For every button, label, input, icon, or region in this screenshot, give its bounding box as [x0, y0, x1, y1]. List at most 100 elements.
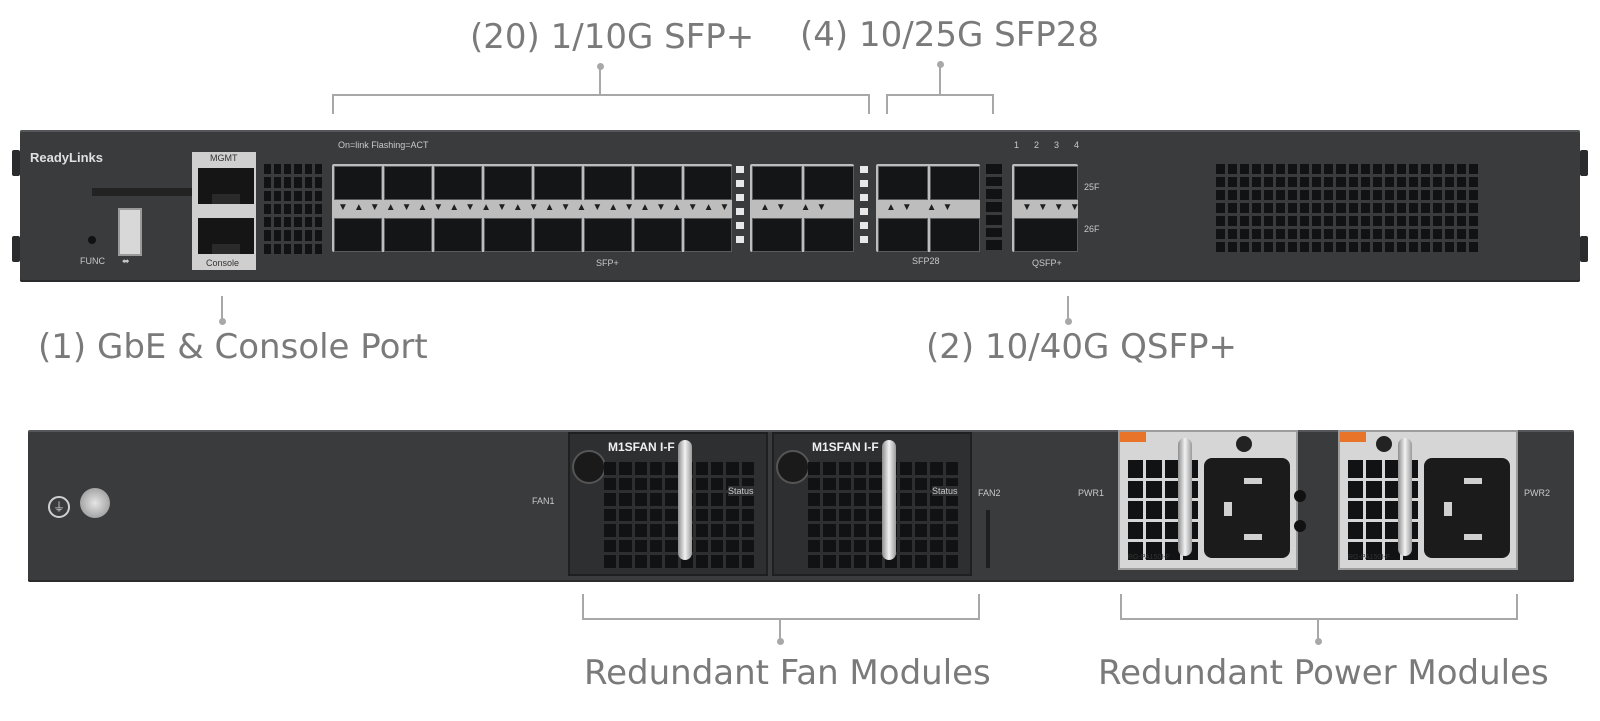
power-module-1[interactable]: RG-PA150I-F	[1118, 430, 1298, 570]
psu-release-tab[interactable]	[1340, 432, 1366, 442]
fan-thumbscrew[interactable]	[572, 450, 606, 484]
func-label: FUNC	[80, 256, 105, 266]
sfp-plus-port[interactable]	[434, 166, 482, 200]
callout-line	[599, 68, 601, 94]
ground-icon: ⏚	[48, 496, 70, 518]
sfp-plus-port[interactable]	[804, 218, 854, 252]
pwr1-port-label: PWR1	[1078, 488, 1105, 498]
sfp-plus-port[interactable]	[334, 166, 382, 200]
sfp-plus-port[interactable]	[534, 218, 582, 252]
psu-screw[interactable]	[1376, 436, 1392, 452]
sfp-plus-port[interactable]	[484, 218, 532, 252]
sfp-plus-port[interactable]	[752, 166, 802, 200]
sfp-plus-port[interactable]	[684, 218, 732, 252]
sfp-plus-port[interactable]	[584, 166, 632, 200]
console-port[interactable]	[196, 216, 256, 256]
front-panel: ReadyLinks ⬌ FUNC MGMT Console On=link F…	[12, 130, 1588, 282]
psu-screw[interactable]	[1236, 436, 1252, 452]
func-button[interactable]	[88, 236, 96, 244]
power-module-2[interactable]: RG-PA150I-F	[1338, 430, 1518, 570]
status-led-strip	[92, 188, 202, 196]
sfp28-bank-label: SFP28	[912, 256, 940, 266]
callout-line	[221, 296, 223, 320]
sfp-plus-port[interactable]	[752, 218, 802, 252]
callout-fan-modules: Redundant Fan Modules	[584, 653, 991, 693]
callout-sfp28: (4) 10/25G SFP28	[800, 15, 1100, 55]
callout-dot	[777, 638, 784, 645]
fan-grille	[808, 462, 958, 568]
callout-dot	[219, 318, 226, 325]
ac-inlet[interactable]	[1424, 458, 1510, 558]
callout-dot	[597, 63, 604, 70]
sfp28-port[interactable]	[878, 218, 928, 252]
rack-ear	[1580, 236, 1588, 262]
led-caption: On=link Flashing=ACT	[338, 140, 429, 150]
callout-dot	[937, 61, 944, 68]
console-label: Console	[206, 258, 240, 268]
sfp-plus-port[interactable]	[384, 218, 432, 252]
callout-line	[779, 618, 781, 640]
fan-handle[interactable]	[678, 440, 692, 560]
sfp-plus-port[interactable]	[684, 166, 732, 200]
sfp-plus-port[interactable]	[634, 166, 682, 200]
fan-handle[interactable]	[882, 440, 896, 560]
callout-line	[939, 66, 941, 94]
vent-grille-right	[1216, 164, 1478, 252]
fan-module-2[interactable]: M1SFAN I-F Status	[772, 432, 972, 576]
sfp-plus-port[interactable]	[384, 166, 432, 200]
psu-handle[interactable]	[1398, 438, 1412, 556]
fan-thumbscrew[interactable]	[776, 450, 810, 484]
psu-divider-holes	[1294, 520, 1306, 532]
sfp-plus-port[interactable]	[334, 218, 382, 252]
fan1-model: M1SFAN I-F	[608, 440, 675, 454]
fan-status-label: Status	[932, 486, 958, 496]
ground-screw[interactable]	[80, 488, 110, 518]
callout-power-modules: Redundant Power Modules	[1098, 653, 1549, 693]
port-arrows: ▼▼▼▼	[1022, 202, 1086, 213]
fan2-model: M1SFAN I-F	[812, 440, 879, 454]
qsfp-port-label: 26F	[1084, 224, 1100, 234]
sfp-plus-bracket	[332, 94, 870, 114]
psu-release-tab[interactable]	[1120, 432, 1146, 442]
rack-ear	[1580, 150, 1588, 176]
vent-grille-left	[264, 164, 322, 254]
qsfp-led-label: 4	[1074, 140, 1080, 150]
sfp-plus-port[interactable]	[634, 218, 682, 252]
port-arrows: ▲▼ ▲▼	[760, 202, 833, 213]
rack-ear	[12, 150, 20, 176]
qsfp-bank-label: QSFP+	[1032, 258, 1062, 268]
sfp28-port[interactable]	[930, 218, 980, 252]
sfp-plus-port[interactable]	[434, 218, 482, 252]
callout-sfp-plus: (20) 1/10G SFP+	[470, 17, 755, 57]
sfp-plus-port[interactable]	[804, 166, 854, 200]
psu-model-label: RG-PA150I-F	[1128, 554, 1170, 561]
callout-qsfp: (2) 10/40G QSFP+	[926, 327, 1237, 367]
qsfp-bank: ▼▼▼▼	[1012, 164, 1080, 252]
qsfp-led-label: 3	[1054, 140, 1060, 150]
sfp-plus-port[interactable]	[484, 166, 532, 200]
mgmt-port[interactable]	[196, 166, 256, 206]
sfp28-bracket	[886, 94, 994, 114]
sfp28-bank: ▲▼ ▲▼	[876, 164, 980, 252]
sfp28-port[interactable]	[878, 166, 928, 200]
qsfp-led-label: 2	[1034, 140, 1040, 150]
qsfp-port[interactable]	[1014, 218, 1078, 252]
usb-port[interactable]	[118, 208, 142, 256]
ac-inlet[interactable]	[1204, 458, 1290, 558]
qsfp-led-label: 1	[1014, 140, 1020, 150]
vent-grille-mid	[986, 164, 1002, 250]
mgmt-label: MGMT	[210, 153, 238, 163]
sfp-bank-label: SFP+	[596, 258, 619, 268]
rack-ear	[12, 236, 20, 262]
fan-module-1[interactable]: M1SFAN I-F Status	[568, 432, 768, 576]
psu-handle[interactable]	[1178, 438, 1192, 556]
fan1-port-label: FAN1	[532, 496, 555, 506]
brand-logo: ReadyLinks	[30, 150, 103, 165]
psu-divider-holes	[1294, 490, 1306, 502]
led-column	[736, 166, 744, 250]
sfp-plus-port[interactable]	[584, 218, 632, 252]
sfp-plus-port[interactable]	[534, 166, 582, 200]
sfp28-port[interactable]	[930, 166, 980, 200]
fan2-port-label: FAN2	[978, 488, 1001, 498]
qsfp-port[interactable]	[1014, 166, 1078, 200]
